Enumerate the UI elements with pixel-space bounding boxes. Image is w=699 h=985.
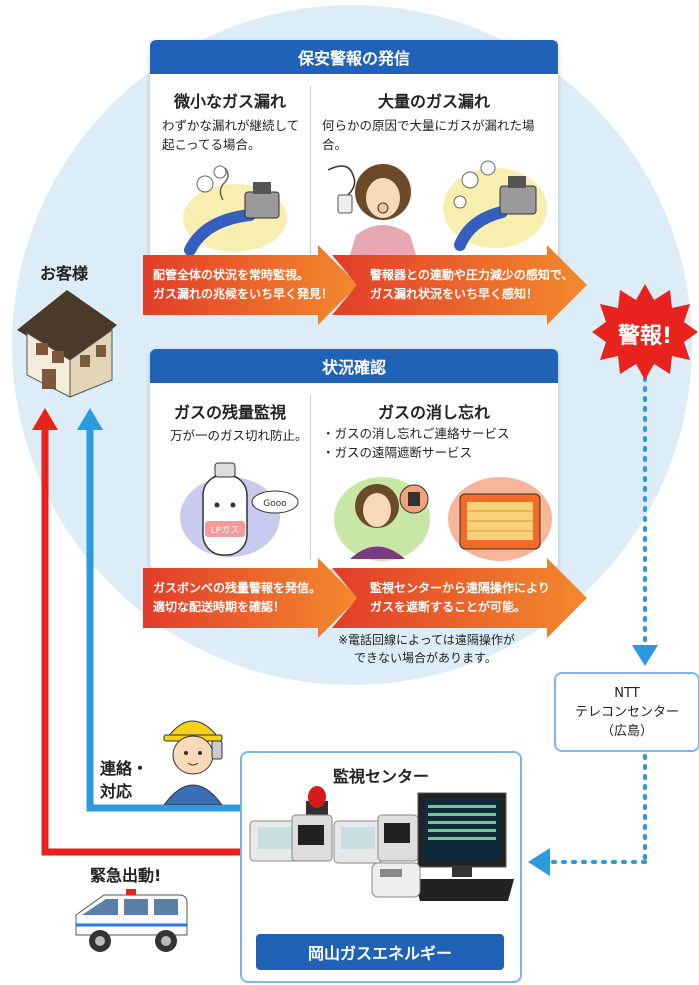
ntt-line-1: NTT bbox=[614, 686, 640, 701]
company-button[interactable]: 岡山ガスエネルギー bbox=[256, 934, 504, 970]
forgot-gas-bullet-2: ・ガスの遠隔遮断サービス bbox=[322, 445, 473, 460]
dotted-arrow-left bbox=[528, 848, 550, 876]
status-arrow-left-text-2: 適切な配送時期を確認！ bbox=[153, 600, 286, 614]
monitoring-equipment-illustration bbox=[249, 786, 514, 901]
alarm-arrow-right bbox=[332, 245, 587, 325]
stove-illustration bbox=[448, 477, 552, 561]
alarm-arrow-left-text-1: 配管全体の状況を常時監視。 bbox=[153, 268, 310, 282]
blue-arrow-head bbox=[77, 408, 103, 430]
status-arrow-left bbox=[143, 558, 358, 638]
severe-leak-illustration bbox=[443, 160, 547, 251]
small-leak-title: 微小なガス漏れ bbox=[173, 92, 286, 111]
contact-label-2: 対応 bbox=[100, 782, 133, 801]
contact-label-1: 連絡・ bbox=[100, 759, 149, 778]
emergency-van-icon bbox=[75, 889, 188, 952]
alarm-panel: 保安警報の発信 微小なガス漏れ わずかな漏れが継続して 起こってる場合。 大量の… bbox=[150, 40, 558, 270]
large-leak-title: 大量のガス漏れ bbox=[377, 92, 490, 111]
status-arrow-right-text-2: ガスを遮断することが可能。 bbox=[370, 600, 527, 614]
status-arrow-right bbox=[332, 558, 587, 638]
panicked-woman-illustration bbox=[328, 164, 416, 255]
tank-speech: Gooo bbox=[263, 499, 287, 509]
emergency-line bbox=[41, 420, 240, 856]
forgot-gas-title: ガスの消し忘れ bbox=[377, 403, 490, 422]
ntt-line-2: テレコンセンター bbox=[574, 705, 679, 720]
alarm-arrow-right-text-1: 警報器との連動や圧力減少の感知で、 bbox=[370, 268, 574, 282]
ntt-telecon-box bbox=[554, 672, 699, 752]
house-icon bbox=[17, 290, 117, 398]
status-arrow-left-text-1: ガスボンベの残量警報を発信。 bbox=[153, 581, 322, 595]
large-leak-desc: 何らかの原因で大量にガスが漏れた場合。 bbox=[322, 118, 535, 152]
alarm-arrow-right-text-2: ガス漏れ状況をいち早く感知！ bbox=[370, 287, 539, 301]
tank-label: LPガス bbox=[211, 525, 239, 536]
dotted-arrow-down bbox=[632, 645, 658, 666]
status-panel: 状況確認 ガスの残量監視 万が一のガス切れ防止。 LPガス Gooo ガスの消し… bbox=[150, 349, 558, 569]
alarm-burst-label: 警報! bbox=[617, 324, 673, 349]
red-arrow-head bbox=[32, 408, 58, 430]
gas-tank-illustration: LPガス Gooo bbox=[180, 462, 299, 557]
small-leak-desc-1: わずかな漏れが継続して bbox=[162, 118, 300, 133]
alarm-burst-icon bbox=[592, 284, 698, 380]
contact-line bbox=[86, 420, 240, 812]
ntt-line-3: （広島） bbox=[600, 724, 653, 739]
small-leak-desc-2: 起こってる場合。 bbox=[162, 137, 261, 152]
emergency-label: 緊急出動! bbox=[90, 866, 162, 885]
remote-note-1: ※電話回線によっては遠隔操作が bbox=[338, 633, 515, 647]
alarm-arrow-left bbox=[143, 245, 358, 325]
forgot-gas-bullet-1: ・ガスの消し忘れご連絡サービス bbox=[322, 426, 510, 441]
monitor-center-title: 監視センター bbox=[332, 767, 429, 786]
pipe-leak-illustration bbox=[183, 165, 287, 255]
alarm-panel-title: 保安警報の発信 bbox=[150, 40, 558, 74]
woman-phone-illustration bbox=[334, 477, 430, 561]
customer-label: お客様 bbox=[40, 264, 89, 283]
remote-note-2: できない場合があります。 bbox=[354, 651, 497, 665]
remaining-gas-title: ガスの残量監視 bbox=[173, 403, 286, 422]
alarm-arrow-left-text-2: ガス漏れの兆候をいち早く発見！ bbox=[153, 287, 334, 301]
status-panel-title: 状況確認 bbox=[150, 349, 558, 383]
worker-phone-icon bbox=[163, 720, 223, 805]
remaining-gas-desc: 万が一のガス切れ防止。 bbox=[170, 428, 308, 443]
status-arrow-right-text-1: 監視センターから遠隔操作により bbox=[370, 581, 550, 595]
